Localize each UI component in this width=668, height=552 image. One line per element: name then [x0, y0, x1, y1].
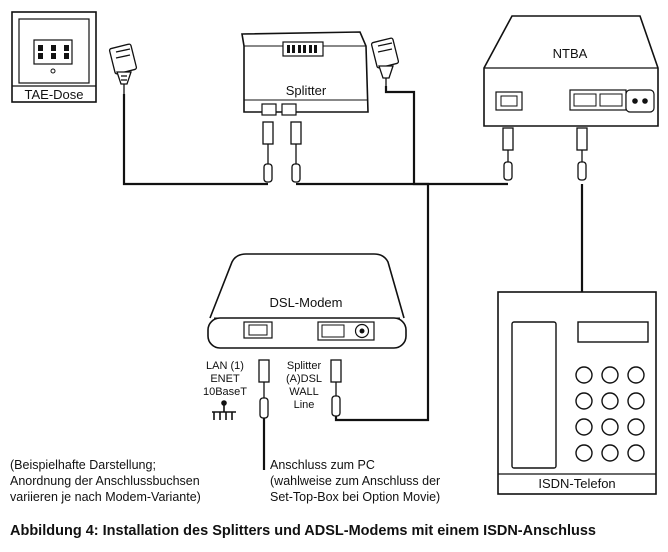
- note-line: (Beispielhafte Darstellung;: [10, 458, 156, 472]
- tae-dose-label: TAE-Dose: [24, 87, 84, 102]
- rj-plug-icon: [262, 121, 274, 183]
- ntba-label: NTBA: [552, 46, 588, 61]
- dsl-modem: [207, 253, 407, 349]
- lan-port-line: 10BaseT: [202, 386, 248, 398]
- rj-plug-icon: [290, 121, 302, 183]
- rj-plug-icon: [502, 127, 514, 181]
- note-line: Anordnung der Anschlussbuchsen: [10, 474, 200, 488]
- lan-port-line: LAN (1): [206, 360, 244, 372]
- rj-plug-icon: [258, 359, 270, 419]
- example-note: (Beispielhafte Darstellung; Anordnung de…: [10, 457, 201, 505]
- splitter-port-line: Line: [293, 399, 315, 411]
- network-icon: [212, 400, 236, 420]
- splitter-port-line: Splitter: [286, 360, 322, 372]
- figure-caption: Abbildung 4: Installation des Splitters …: [10, 523, 596, 539]
- note-line: Set-Top-Box bei Option Movie): [270, 490, 441, 504]
- ntba: [483, 15, 659, 127]
- dsl-modem-label: DSL-Modem: [269, 295, 343, 310]
- rj-plug-icon: [330, 359, 342, 417]
- note-line: variieren je nach Modem-Variante): [10, 490, 201, 504]
- pc-connection-note: Anschluss zum PC (wahlweise zum Anschlus…: [270, 457, 440, 505]
- splitter-label: Splitter: [285, 83, 327, 98]
- splitter-port-label: Splitter (A)DSL WALL Line: [280, 360, 328, 412]
- isdn-telefon: [497, 291, 657, 495]
- splitter: [241, 31, 369, 116]
- tae-dose: [11, 11, 97, 103]
- lan-port-line: ENET: [210, 373, 240, 385]
- splitter-port-line: (A)DSL: [285, 373, 323, 385]
- splitter-port-line: WALL: [289, 386, 319, 398]
- isdn-telefon-label: ISDN-Telefon: [538, 476, 616, 491]
- note-line: (wahlweise zum Anschluss der: [270, 474, 441, 488]
- note-line: Anschluss zum PC: [270, 458, 375, 472]
- lan-port-label: LAN (1) ENET 10BaseT: [196, 360, 254, 399]
- cable-tae-to-splitter: [122, 94, 268, 186]
- tae-plug-icon: [108, 43, 138, 94]
- splitter-tae-plug-icon: [370, 37, 400, 86]
- rj-plug-icon: [576, 127, 588, 181]
- cable-splitter-to-ntba: [384, 86, 508, 186]
